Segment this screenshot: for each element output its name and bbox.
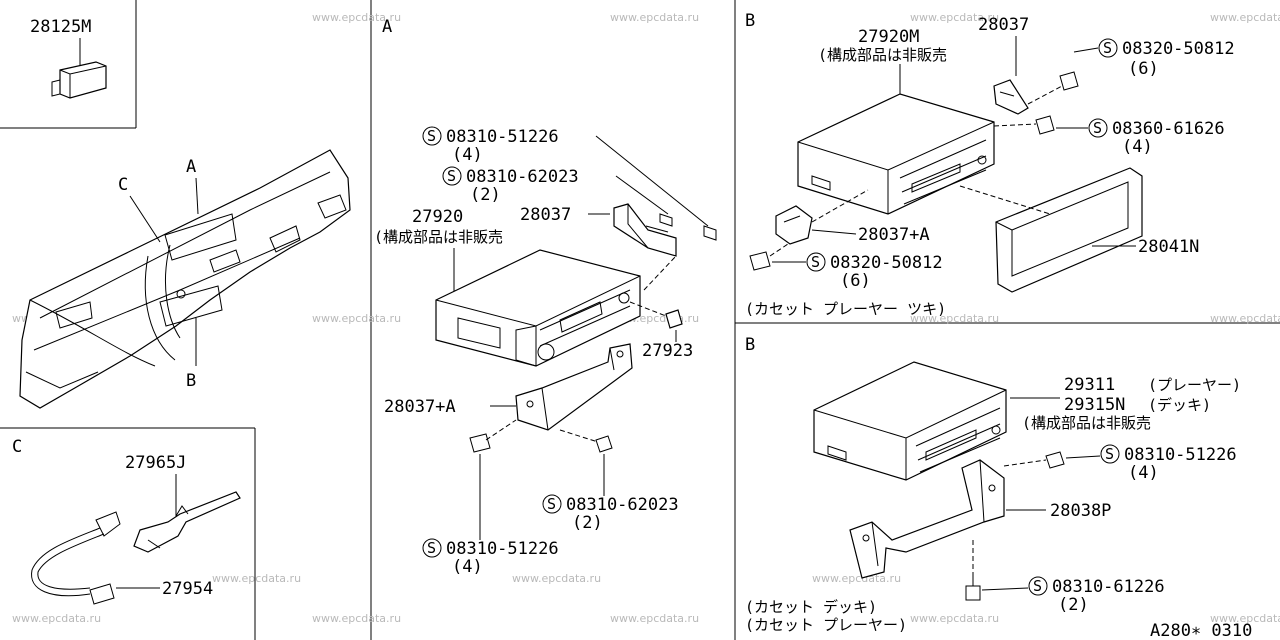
section-label-b: B (745, 11, 755, 31)
watermark-text: www.epcdata.ru (910, 11, 999, 24)
part-number-08320-50812: 08320-50812 (830, 253, 943, 273)
watermark-text: www.epcdata.ru (812, 572, 901, 585)
part-number-08310-62023: 08310-62023 (466, 167, 579, 187)
svg-text:S: S (1105, 445, 1114, 463)
watermark-text: www.epcdata.ru (910, 312, 999, 325)
watermarks: www.epcdata.ru www.epcdata.ru www.epcdat… (12, 11, 1280, 625)
note-player: (プレーヤー) (1148, 376, 1241, 394)
part-number-08310-51226: 08310-51226 (446, 539, 559, 559)
watermark-text: www.epcdata.ru (1210, 11, 1280, 24)
watermark-text: www.epcdata.ru (1210, 312, 1280, 325)
section-b-top: B 27920M (構成部品は非販売 28037 S 08320-50812 (… (745, 11, 1235, 318)
part-number-27920: 27920 (412, 207, 463, 227)
knob-part (665, 309, 683, 329)
quantity: (2) (572, 513, 603, 533)
inset-28125m: 28125M (30, 17, 107, 99)
caption-cassette-player: (カセット プレーヤー ツキ) (745, 300, 946, 318)
watermark-text: www.epcdata.ru (312, 312, 401, 325)
part-number-08310-51226: 08310-51226 (1124, 445, 1237, 465)
watermark-text: www.epcdata.ru (512, 572, 601, 585)
callout-b: B (186, 371, 196, 391)
antenna-cable-part (31, 527, 101, 597)
quantity: (6) (840, 271, 871, 291)
part-number-27923: 27923 (642, 341, 693, 361)
quantity: (2) (1058, 595, 1089, 615)
quantity: (4) (452, 557, 483, 577)
cassette-deck-unit-part (813, 361, 1007, 481)
note-not-sold-separately: (構成部品は非販売 (1022, 414, 1151, 432)
quantity: (4) (1122, 137, 1153, 157)
svg-text:S: S (427, 539, 436, 557)
part-number-27954: 27954 (162, 579, 213, 599)
section-label-c: C (12, 437, 22, 457)
watermark-text: www.epcdata.ru (610, 11, 699, 24)
section-c: C 27965J 27954 (12, 437, 241, 605)
part-number-28125m: 28125M (30, 17, 91, 37)
part-number-29311: 29311 (1064, 375, 1115, 395)
watermark-text: www.epcdata.ru (610, 612, 699, 625)
callout-a: A (186, 157, 196, 177)
part-number-27965j: 27965J (125, 453, 186, 473)
part-number-08310-62023: 08310-62023 (566, 495, 679, 515)
section-b-bottom: B 29311 (プレーヤー) 29315N (デッキ) (構成部品は非販売 S… (745, 335, 1241, 634)
part-number-08310-51226: 08310-51226 (446, 127, 559, 147)
part-number-28037: 28037 (520, 205, 571, 225)
dashboard-overview: A C B (19, 149, 351, 409)
quantity: (4) (1128, 463, 1159, 483)
bezel-frame-part (995, 167, 1143, 293)
section-label-a: A (382, 17, 392, 37)
watermark-text: www.epcdata.ru (1210, 612, 1280, 625)
cassette-player-unit-part (797, 93, 995, 215)
part-number-28038p: 28038P (1050, 501, 1111, 521)
part-number-28037-a: 28037+A (384, 397, 456, 417)
watermark-text: www.epcdata.ru (312, 612, 401, 625)
note-not-sold-separately: (構成部品は非販売 (818, 46, 947, 64)
watermark-text: www.epcdata.ru (12, 612, 101, 625)
svg-text:S: S (427, 127, 436, 145)
part-number-28041n: 28041N (1138, 237, 1199, 257)
part-number-27920m: 27920M (858, 27, 919, 47)
quantity: (6) (1128, 59, 1159, 79)
part-number-08320-50812: 08320-50812 (1122, 39, 1235, 59)
section-label-b: B (745, 335, 755, 355)
callout-c: C (118, 175, 128, 195)
caption-cassette-deck: (カセット デッキ) (745, 598, 877, 616)
watermark-text: www.epcdata.ru (910, 612, 999, 625)
part-number-29315n: 29315N (1064, 395, 1125, 415)
part-number-08360-61626: 08360-61626 (1112, 119, 1225, 139)
note-deck: (デッキ) (1148, 396, 1211, 414)
watermark-text: www.epcdata.ru (212, 572, 301, 585)
svg-text:S: S (547, 495, 556, 513)
mounting-bracket-part (993, 79, 1029, 115)
svg-text:S: S (1033, 577, 1042, 595)
quantity: (2) (470, 185, 501, 205)
svg-text:S: S (1103, 39, 1112, 57)
diagram-code: A280∗ 0310 (1150, 621, 1252, 640)
cable-clip-part (133, 491, 241, 553)
mounting-bracket-part (613, 203, 677, 257)
quantity: (4) (452, 145, 483, 165)
part-number-28037-a: 28037+A (858, 225, 930, 245)
note-not-sold-separately: (構成部品は非販売 (374, 228, 503, 246)
radio-unit-part (435, 249, 641, 367)
svg-text:S: S (811, 253, 820, 271)
svg-text:S: S (1093, 119, 1102, 137)
part-number-08310-61226: 08310-61226 (1052, 577, 1165, 597)
section-a: A S 08310-51226 (4) S 08310-62023 (2) 27… (374, 17, 717, 577)
svg-text:S: S (447, 167, 456, 185)
side-bracket-part (849, 459, 1005, 579)
part-number-28037: 28037 (978, 15, 1029, 35)
caption-cassette-player: (カセット プレーヤー) (745, 616, 907, 634)
watermark-text: www.epcdata.ru (312, 11, 401, 24)
lower-bracket-part (775, 205, 813, 245)
